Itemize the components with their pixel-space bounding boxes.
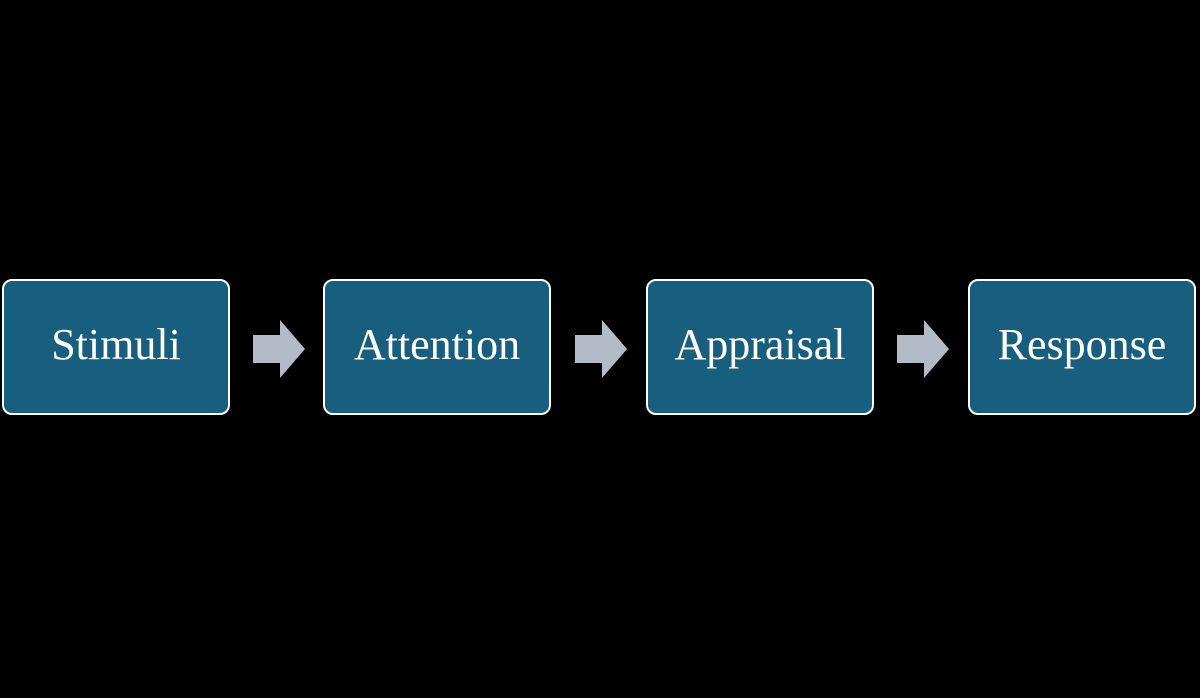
right-arrow-icon <box>575 320 627 378</box>
step-stimuli: Stimuli <box>2 279 230 415</box>
step-label: Response <box>997 320 1167 369</box>
right-arrow-icon <box>897 320 949 378</box>
step-label: Stimuli <box>51 320 181 369</box>
step-attention: Attention <box>323 279 551 415</box>
right-arrow-icon <box>253 320 305 378</box>
step-label: Attention <box>353 320 521 369</box>
step-response: Response <box>968 279 1196 415</box>
step-label: Appraisal <box>674 320 846 369</box>
step-appraisal: Appraisal <box>646 279 874 415</box>
